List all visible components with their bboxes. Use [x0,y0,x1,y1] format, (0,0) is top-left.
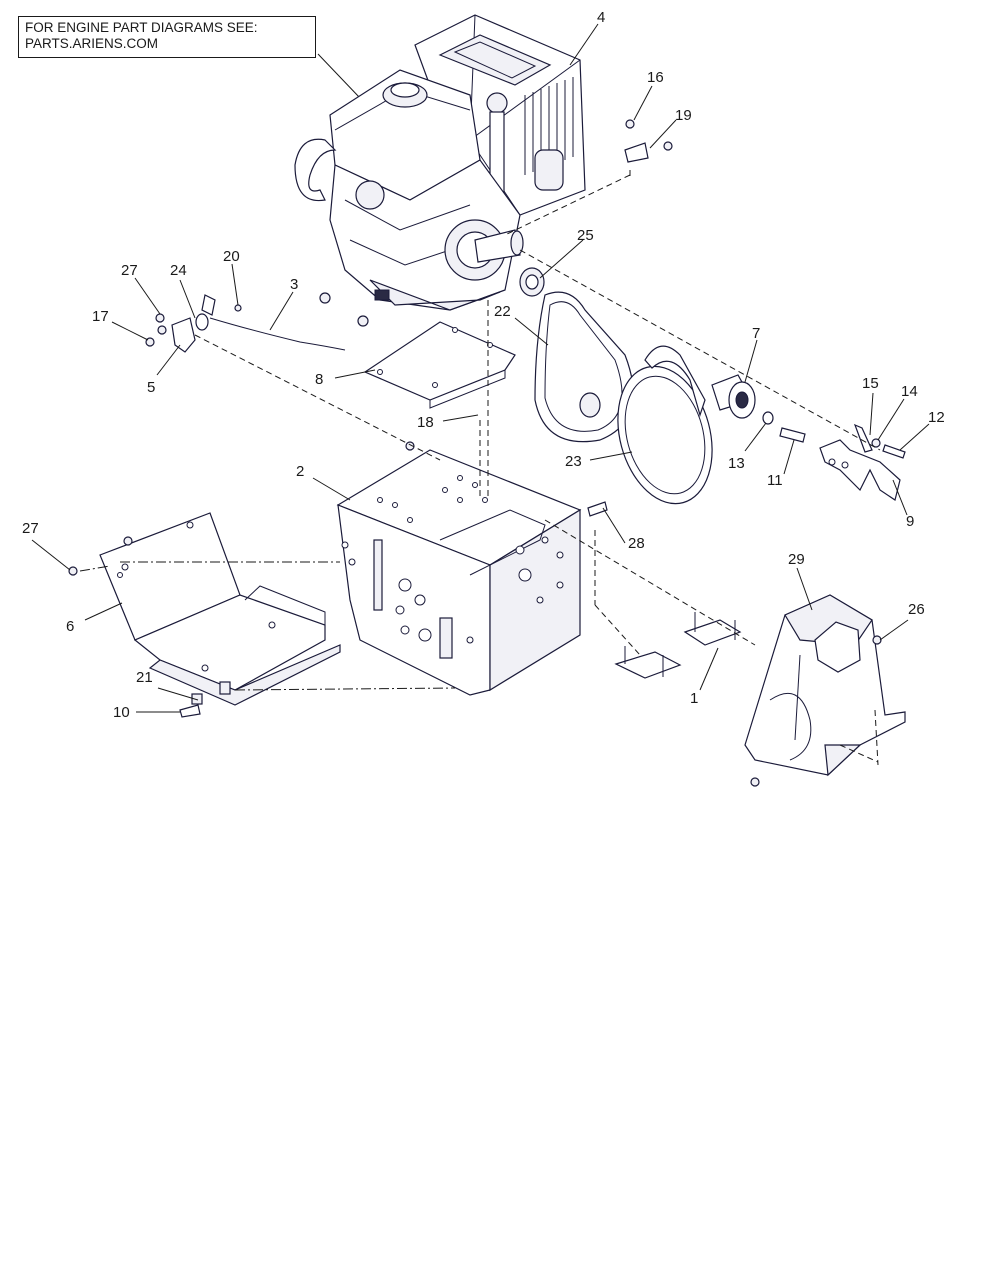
callout-18: 18 [417,414,434,431]
engine [294,14,586,311]
callout-10: 10 [113,704,130,721]
callout-15: 15 [862,375,879,392]
callout-25: 25 [577,227,594,244]
note-line-1: FOR ENGINE PART DIAGRAMS SEE: [25,20,258,35]
belt-22 [534,291,634,443]
callout-27-upper: 27 [121,262,138,279]
frame [336,449,582,696]
callout-26: 26 [908,601,925,618]
callout-13: 13 [728,455,745,472]
bolt-11 [779,427,806,443]
callout-20: 20 [223,248,240,265]
callout-24: 24 [170,262,187,279]
bracket-5 [171,317,196,353]
callout-14: 14 [901,383,918,400]
callout-23: 23 [565,453,582,470]
callout-2: 2 [296,463,304,480]
callout-5: 5 [147,379,155,396]
callout-6: 6 [66,618,74,635]
bracket-19 [624,141,673,163]
bottom-pan [99,512,341,706]
note-line-2: PARTS.ARIENS.COM [25,36,159,51]
callout-7: 7 [752,325,760,342]
callout-19: 19 [675,107,692,124]
engine-diagram-note: FOR ENGINE PART DIAGRAMS SEE: PARTS.ARIE… [18,16,316,58]
callout-21: 21 [136,669,153,686]
callout-11: 11 [767,472,783,489]
callout-17: 17 [92,308,109,325]
nut-16 [625,119,635,129]
spacer-24 [195,313,209,331]
pulley-23 [617,365,713,505]
callout-28: 28 [628,535,645,552]
callout-12: 12 [928,409,945,426]
washer-13 [762,411,774,425]
callout-3: 3 [290,276,298,293]
callout-16: 16 [647,69,664,86]
callout-29: 29 [788,551,805,568]
callout-9: 9 [906,513,914,530]
engine-base-plate [363,321,516,401]
nut-14 [871,438,881,448]
cable-3 [209,317,346,351]
callout-27-lower: 27 [22,520,39,537]
belt-cover [744,594,906,777]
callout-1: 1 [690,690,698,707]
idler-bracket-9 [819,439,901,501]
bolt-12 [882,444,906,459]
callout-8: 8 [315,371,323,388]
callout-4: 4 [597,9,605,26]
mounting-brackets-1 [614,612,742,679]
clutch-pulley-7 [711,374,756,419]
callout-22: 22 [494,303,511,320]
